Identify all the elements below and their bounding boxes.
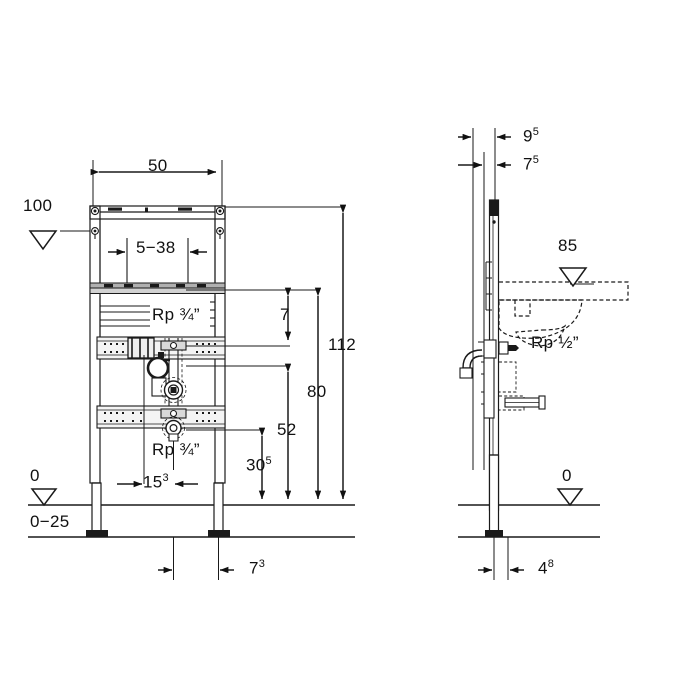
leg-reference-lines xyxy=(143,355,174,484)
side-foot-dim-extensions xyxy=(493,537,509,580)
level-label-0-front: 0 xyxy=(30,466,40,485)
dim-label-112: 112 xyxy=(328,335,357,354)
side-rail-top-cap xyxy=(489,200,499,224)
dim-label-153: 153 xyxy=(143,472,169,492)
upper-pipe-union xyxy=(160,340,187,351)
thread-label-upper: Rp ¾” xyxy=(152,305,200,324)
front-floor-lines xyxy=(28,504,355,538)
thread-label-waste: Rp ½” xyxy=(531,333,579,352)
front-fitting-leaders xyxy=(186,345,290,367)
side-rail-slots xyxy=(485,261,492,311)
foot-dim-extensions xyxy=(173,537,219,580)
level-marker-0-side xyxy=(556,488,584,507)
upper-supply-rails xyxy=(100,301,215,327)
thread-label-lower: Rp ¾” xyxy=(152,440,200,459)
washbasin-outline xyxy=(498,281,629,347)
lower-valve xyxy=(162,416,185,442)
side-floor-lines xyxy=(458,504,600,538)
frame-top-rail xyxy=(89,205,226,220)
side-leg xyxy=(488,454,500,533)
dim-label-75: 75 xyxy=(523,154,539,174)
mid-rail-slots xyxy=(104,284,206,288)
lower-bar-perforations xyxy=(104,412,216,422)
frame-fasteners xyxy=(90,206,225,239)
upper-bar-clamp xyxy=(127,337,155,359)
dim-label-opening: 5−38 xyxy=(136,238,176,257)
dim-label-foot-48: 48 xyxy=(538,558,554,578)
level-label-0-side: 0 xyxy=(562,466,572,485)
level-marker-0-front xyxy=(30,488,58,507)
front-extension-lines xyxy=(92,160,223,206)
leg-foot-plates xyxy=(86,530,230,537)
side-foot-plate xyxy=(485,530,503,537)
dim-label-foot-73: 73 xyxy=(249,558,265,578)
dim-label-52: 52 xyxy=(277,420,297,439)
level-label-85: 85 xyxy=(558,236,578,255)
side-plumbing-assembly xyxy=(459,339,546,419)
lower-pipe-union xyxy=(160,408,187,419)
level-marker-100 xyxy=(28,230,58,251)
upper-rail-ticks xyxy=(99,296,216,336)
level-label-0-25: 0−25 xyxy=(30,512,70,531)
dim-label-80: 80 xyxy=(307,382,327,401)
level-label-100: 100 xyxy=(23,196,53,215)
upper-bar-perforations xyxy=(104,343,216,353)
dim-label-95: 95 xyxy=(523,126,539,146)
middle-valve xyxy=(160,377,187,403)
dim-label-305: 305 xyxy=(246,455,272,475)
dim-label-width-50: 50 xyxy=(148,156,168,175)
dim-label-7: 7 xyxy=(280,305,290,324)
level-marker-85 xyxy=(558,267,588,288)
adjustable-bracket-zone xyxy=(99,219,216,283)
pipe-clamp-ring xyxy=(146,352,170,397)
